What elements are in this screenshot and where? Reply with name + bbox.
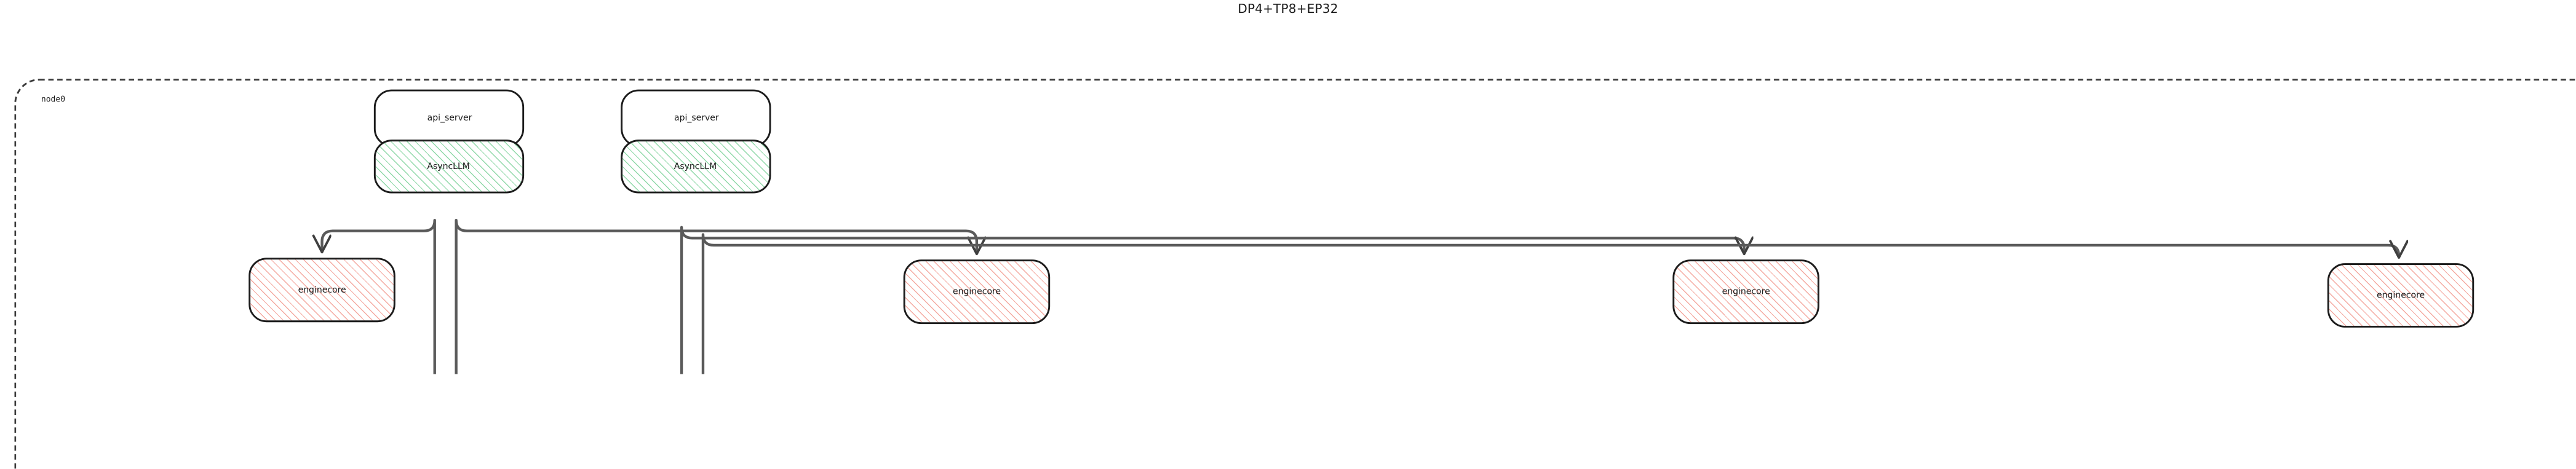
asyncllm-label: AsyncLLM: [674, 161, 718, 171]
enginecore-label: enginecore: [952, 286, 1001, 297]
enginecore-box[interactable]: enginecore: [1672, 259, 1819, 325]
api-server-label: api_server: [673, 113, 718, 124]
api-server-box[interactable]: api_server: [621, 89, 771, 147]
enginecore-label: enginecore: [2376, 290, 2425, 301]
enginecore-box[interactable]: enginecore: [248, 258, 396, 323]
api-server-label: api_server: [426, 113, 472, 124]
node-cluster-label: node0: [41, 95, 66, 104]
enginecore-box[interactable]: enginecore: [2327, 263, 2475, 328]
page-title: DP4+TP8+EP32: [1238, 1, 1338, 16]
asyncllm-box[interactable]: AsyncLLM: [621, 140, 771, 194]
enginecore-label: enginecore: [298, 285, 346, 295]
enginecore-box[interactable]: enginecore: [903, 259, 1051, 325]
api-server-box[interactable]: api_server: [373, 89, 525, 147]
node-cluster-node0: node0: [14, 79, 2576, 469]
asyncllm-label: AsyncLLM: [427, 161, 471, 171]
enginecore-label: enginecore: [1722, 286, 1770, 297]
asyncllm-box[interactable]: AsyncLLM: [373, 140, 525, 194]
